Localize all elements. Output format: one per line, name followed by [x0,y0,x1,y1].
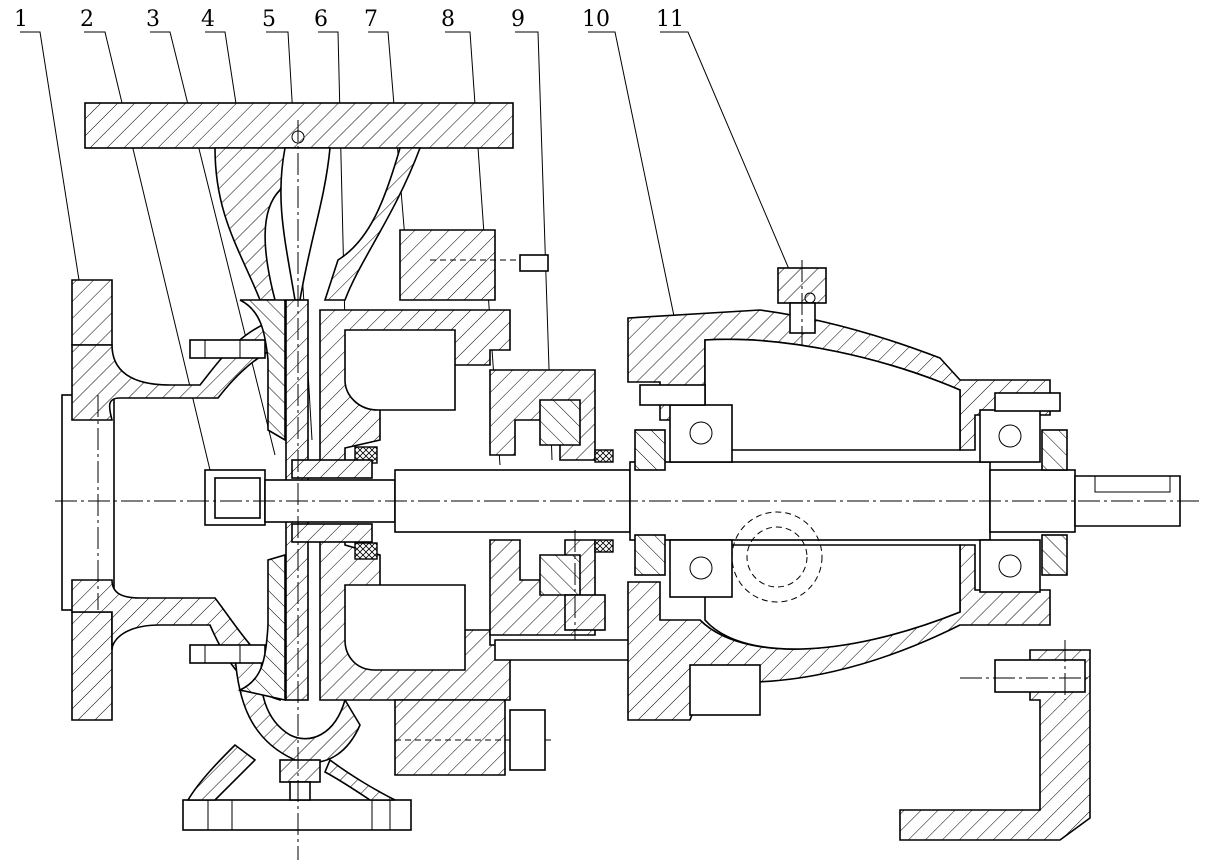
callout-4: 4 [201,7,215,32]
callout-labels: 1 2 3 4 5 6 7 8 9 10 11 [14,7,684,32]
seal-chamber [354,369,661,661]
bearings [634,384,1068,603]
leader-lines [20,31,801,471]
pump-cover [319,229,555,776]
callout-11: 11 [656,7,684,32]
bearing-housing [627,267,1091,841]
callout-8: 8 [441,7,455,32]
casing-bolts [189,339,266,664]
callout-9: 9 [511,7,525,32]
callout-1: 1 [14,7,28,32]
callout-6: 6 [314,7,328,32]
center-lines [55,120,1200,860]
callout-10: 10 [582,7,610,32]
callout-2: 2 [80,7,94,32]
callout-3: 3 [146,7,160,32]
callout-7: 7 [364,7,378,32]
callout-5: 5 [262,7,276,32]
pump-casing [61,102,514,831]
